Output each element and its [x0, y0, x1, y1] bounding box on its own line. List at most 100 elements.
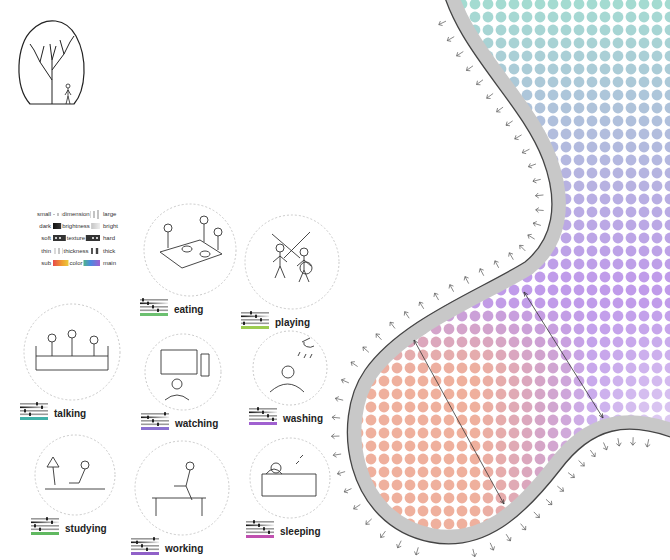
dot	[483, 350, 494, 361]
dot	[418, 220, 429, 231]
color-bar	[249, 422, 277, 425]
dot	[652, 298, 663, 309]
dot	[613, 363, 624, 374]
dot	[626, 64, 637, 75]
dot	[366, 129, 377, 140]
dot	[574, 168, 585, 179]
mini-bar	[131, 549, 159, 551]
dot	[431, 220, 442, 231]
dot	[379, 324, 390, 335]
mini-bar	[20, 407, 48, 409]
dot	[483, 25, 494, 36]
dot	[548, 259, 559, 270]
dot	[470, 181, 481, 192]
dot	[418, 155, 429, 166]
dot	[470, 441, 481, 452]
dot	[652, 77, 663, 88]
dot	[587, 220, 598, 231]
dot	[509, 402, 520, 413]
dot	[639, 532, 650, 543]
dot	[535, 272, 546, 283]
dot	[600, 311, 611, 322]
dot	[379, 129, 390, 140]
airflow-arrow	[534, 512, 540, 518]
dot	[626, 207, 637, 218]
dot	[340, 350, 351, 361]
dot	[626, 350, 637, 361]
dot	[340, 259, 351, 270]
dot	[496, 311, 507, 322]
dot	[561, 428, 572, 439]
dot	[353, 272, 364, 283]
dot	[522, 441, 533, 452]
dot	[327, 220, 338, 231]
icon-stroke	[160, 240, 222, 268]
mini-bar	[249, 419, 277, 421]
dot	[340, 285, 351, 296]
dot	[366, 246, 377, 257]
dot	[457, 207, 468, 218]
dot	[574, 116, 585, 127]
dot	[522, 363, 533, 374]
dot	[392, 12, 403, 23]
dot	[600, 285, 611, 296]
dot	[470, 77, 481, 88]
dot	[665, 558, 670, 560]
mini-marker	[267, 414, 269, 417]
activity-icon	[45, 457, 105, 489]
dot	[444, 389, 455, 400]
airflow-arrow	[533, 178, 541, 183]
dot	[379, 51, 390, 62]
dot	[327, 12, 338, 23]
dot	[561, 155, 572, 166]
dot	[405, 441, 416, 452]
dot	[626, 272, 637, 283]
dot	[535, 389, 546, 400]
dot	[639, 389, 650, 400]
dot	[574, 207, 585, 218]
dot	[587, 77, 598, 88]
dot	[470, 467, 481, 478]
dot	[665, 259, 670, 270]
dot	[600, 324, 611, 335]
dot	[483, 233, 494, 244]
dot	[561, 558, 572, 560]
dot	[418, 233, 429, 244]
activity-label: playing	[275, 317, 310, 329]
activity-icon	[272, 232, 312, 282]
dot	[366, 194, 377, 205]
dot	[379, 311, 390, 322]
dot	[418, 0, 429, 9]
dot	[587, 480, 598, 491]
dot	[574, 376, 585, 387]
dot	[392, 142, 403, 153]
dot	[431, 298, 442, 309]
dot	[665, 90, 670, 101]
dot	[509, 129, 520, 140]
dot	[613, 272, 624, 283]
scale-end: thin	[41, 248, 51, 255]
dot	[509, 324, 520, 335]
dot	[431, 519, 442, 530]
dot	[418, 142, 429, 153]
dot	[444, 324, 455, 335]
dot	[379, 38, 390, 49]
color-bar	[31, 532, 59, 535]
dot	[392, 51, 403, 62]
dot	[665, 77, 670, 88]
dot	[457, 428, 468, 439]
dot	[574, 259, 585, 270]
circle-shape	[129, 441, 235, 557]
activity-icon	[161, 350, 209, 400]
dot	[587, 25, 598, 36]
dot	[327, 155, 338, 166]
icon-stroke	[214, 228, 222, 236]
dot	[613, 480, 624, 491]
dot	[327, 324, 338, 335]
dot	[483, 12, 494, 23]
dot	[509, 38, 520, 49]
dot	[405, 545, 416, 556]
dot	[665, 285, 670, 296]
dot	[600, 0, 611, 9]
dot	[353, 116, 364, 127]
